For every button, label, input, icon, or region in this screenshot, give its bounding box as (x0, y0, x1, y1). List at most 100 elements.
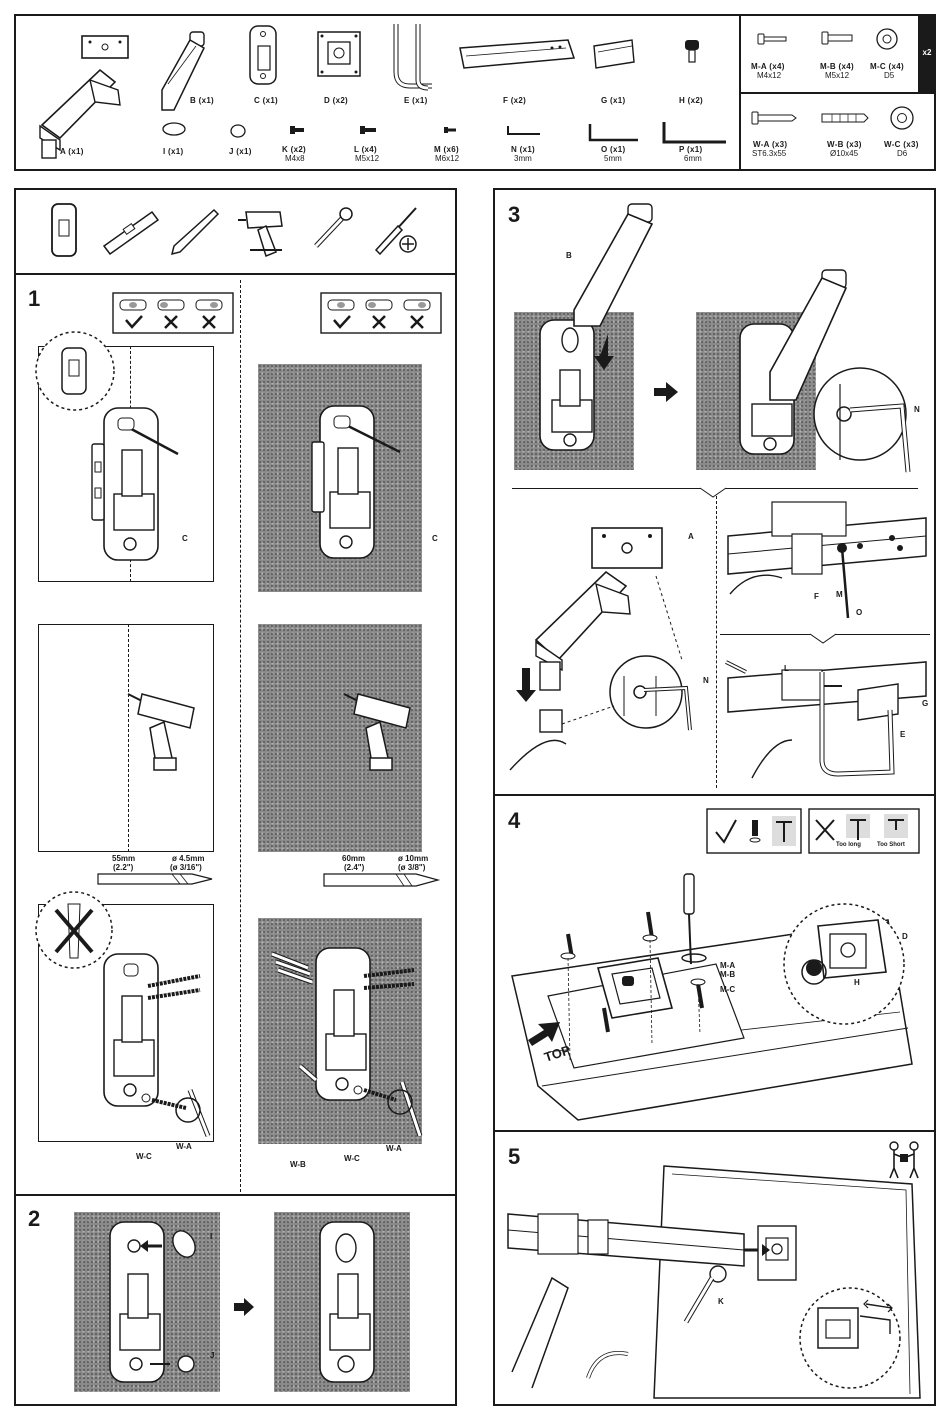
level-icon (102, 210, 160, 256)
drill-icon (238, 211, 283, 257)
washer-wc-icon (890, 106, 914, 130)
step4-vesa-install (511, 873, 913, 1121)
step3-rail-assembly (727, 501, 927, 619)
washer-mc-icon (876, 28, 898, 50)
step1-center-divider (240, 280, 241, 1192)
quantity-tab (918, 14, 936, 94)
drill-length-in-left: (2.2") (113, 863, 134, 872)
part-j-label: J (x1) (229, 147, 252, 156)
label-g: G (922, 699, 929, 708)
drill-bit-right (323, 873, 441, 887)
part-o-size: 5mm (604, 154, 622, 163)
label-mb: M-B (720, 970, 736, 979)
wall-plate-c-right-installed (271, 947, 423, 1137)
part-m-screw-icon (444, 127, 456, 133)
screw-ma-label: M-A (x4) (751, 62, 785, 71)
step3-arrow-icon (654, 382, 678, 402)
part-k-size: M4x8 (285, 154, 305, 163)
step3-right-separator-chevron (809, 633, 837, 644)
label-wb-right: W-B (290, 1160, 306, 1169)
phillips-screwdriver-icon (374, 207, 417, 256)
part-p-size: 6mm (684, 154, 702, 163)
part-f-rail-icon (459, 39, 576, 69)
stud-finder-icon (51, 203, 77, 257)
screw-ma-size: M4x12 (757, 71, 782, 80)
step2-plate-before (109, 1221, 196, 1383)
step3-number: 3 (508, 202, 521, 227)
drill-illustration-left (127, 693, 195, 771)
pencil-icon (170, 208, 220, 256)
washer-mc-label: M-C (x4) (870, 62, 904, 71)
step3-hex-key-zoom (813, 367, 911, 473)
screw-length-correct (706, 808, 802, 854)
part-e-cable-clip-icon (393, 24, 432, 91)
part-d-label: D (x2) (324, 96, 349, 105)
label-mc: M-C (720, 985, 736, 994)
label-ma: M-A (720, 961, 736, 970)
step5-number: 5 (508, 1144, 521, 1169)
part-h-label: H (x2) (679, 96, 704, 105)
screw-mb-icon (821, 31, 853, 45)
label-wc-left: W-C (136, 1152, 152, 1161)
drill-diameter-in-right: (ø 3/8") (398, 863, 426, 872)
anchor-wb-label: W-B (x3) (827, 140, 862, 149)
part-f-label: F (x2) (503, 96, 527, 105)
part-a-arm-icon (39, 35, 129, 159)
part-i-cover-icon (162, 122, 186, 136)
stud-centerline-2 (128, 624, 129, 852)
part-m-size: M6x12 (435, 154, 460, 163)
part-c-wall-plate-icon (249, 25, 277, 85)
part-o-hex-key-icon (588, 124, 638, 142)
part-m-label: M (x6) (434, 145, 459, 154)
two-person-icon (889, 1141, 919, 1179)
anchor-wb-size: Ø10x45 (830, 149, 859, 158)
drill-illustration-right (343, 693, 411, 771)
washer-mc-size: D5 (884, 71, 895, 80)
part-l-size: M5x12 (355, 154, 380, 163)
part-g-rail-bracket-icon (593, 39, 635, 69)
drill-length-left: 55mm (112, 854, 136, 863)
part-b-extension-arm-icon (161, 31, 205, 111)
step4-number: 4 (508, 808, 521, 833)
level-check-right (320, 292, 442, 334)
part-p-hex-key-icon (662, 122, 726, 144)
drill-length-in-right: (2.4") (344, 863, 365, 872)
part-j-cover-icon (230, 124, 246, 138)
no-anchor-warning (35, 891, 113, 969)
label-a: A (688, 532, 694, 541)
label-wc-right: W-C (344, 1154, 360, 1163)
label-j: J (210, 1351, 215, 1360)
label-c-left: C (182, 534, 188, 543)
quantity-tab-label: x2 (922, 48, 932, 57)
step3-arm-a-install (509, 527, 692, 771)
step5-monitor-attach (507, 1165, 921, 1399)
part-b-label: B (x1) (190, 96, 215, 105)
part-d-vesa-plate-icon (317, 31, 361, 77)
label-e: E (900, 730, 906, 739)
screw-wa-label: W-A (x3) (753, 140, 788, 149)
step1-number: 1 (28, 286, 41, 311)
part-e-label: E (x1) (404, 96, 428, 105)
too-short-label: Too Short (877, 842, 905, 848)
step3-cable-clip-assembly (725, 660, 927, 779)
drill-bit-left (97, 873, 213, 885)
part-k-screw-icon (290, 126, 304, 134)
step3-extension-arm-install (539, 203, 654, 451)
label-b: B (566, 251, 572, 260)
part-n-size: 3mm (514, 154, 532, 163)
step2-plate-after (319, 1221, 375, 1383)
part-n-hex-key-icon (507, 126, 540, 135)
label-wa-left: W-A (176, 1142, 192, 1151)
screw-mb-size: M5x12 (825, 71, 850, 80)
label-n-bottom: N (703, 676, 709, 685)
step3-separator-chevron (699, 487, 727, 498)
drill-diameter-right: ø 10mm (398, 854, 429, 863)
part-o-label: O (x1) (601, 145, 626, 154)
part-c-label: C (x1) (254, 96, 279, 105)
washer-wc-size: D6 (897, 149, 908, 158)
washer-wc-label: W-C (x3) (884, 140, 919, 149)
drill-length-right: 60mm (342, 854, 366, 863)
screw-wa-icon (751, 111, 797, 125)
label-c-right: C (432, 534, 438, 543)
part-i-label: I (x1) (163, 147, 184, 156)
